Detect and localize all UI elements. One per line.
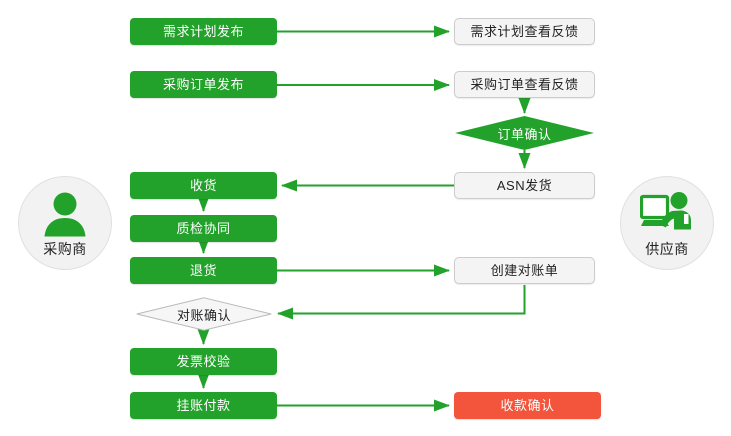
actor-supplier-label: 供应商 [645,241,689,257]
node-create-statement[interactable]: 创建对账单 [454,257,595,284]
node-receipt-confirm[interactable]: 收款确认 [454,392,601,419]
node-po-publish[interactable]: 采购订单发布 [130,71,277,98]
node-statement-confirm-label: 对账确认 [176,307,231,323]
actor-buyer[interactable]: 采购商 [18,176,112,270]
node-po-feedback[interactable]: 采购订单查看反馈 [454,71,595,98]
actor-buyer-label: 采购商 [43,241,87,257]
node-return-goods[interactable]: 退货 [130,257,277,284]
person-at-computer-icon [639,187,695,237]
node-order-confirm-label: 订单确认 [497,126,552,142]
node-order-confirm[interactable]: 订单确认 [455,116,594,150]
edge-statement-to-confirm [277,285,526,320]
node-demand-plan-publish[interactable]: 需求计划发布 [130,18,277,45]
node-invoice-verify[interactable]: 发票校验 [130,348,277,375]
person-icon [37,187,93,237]
node-quality-collab[interactable]: 质检协同 [130,215,277,242]
node-statement-confirm[interactable]: 对账确认 [136,297,272,331]
node-payment-posting[interactable]: 挂账付款 [130,392,277,419]
node-goods-receipt[interactable]: 收货 [130,172,277,199]
node-asn-shipment[interactable]: ASN发货 [454,172,595,199]
actor-supplier[interactable]: 供应商 [620,176,714,270]
node-demand-plan-feedback[interactable]: 需求计划查看反馈 [454,18,595,45]
